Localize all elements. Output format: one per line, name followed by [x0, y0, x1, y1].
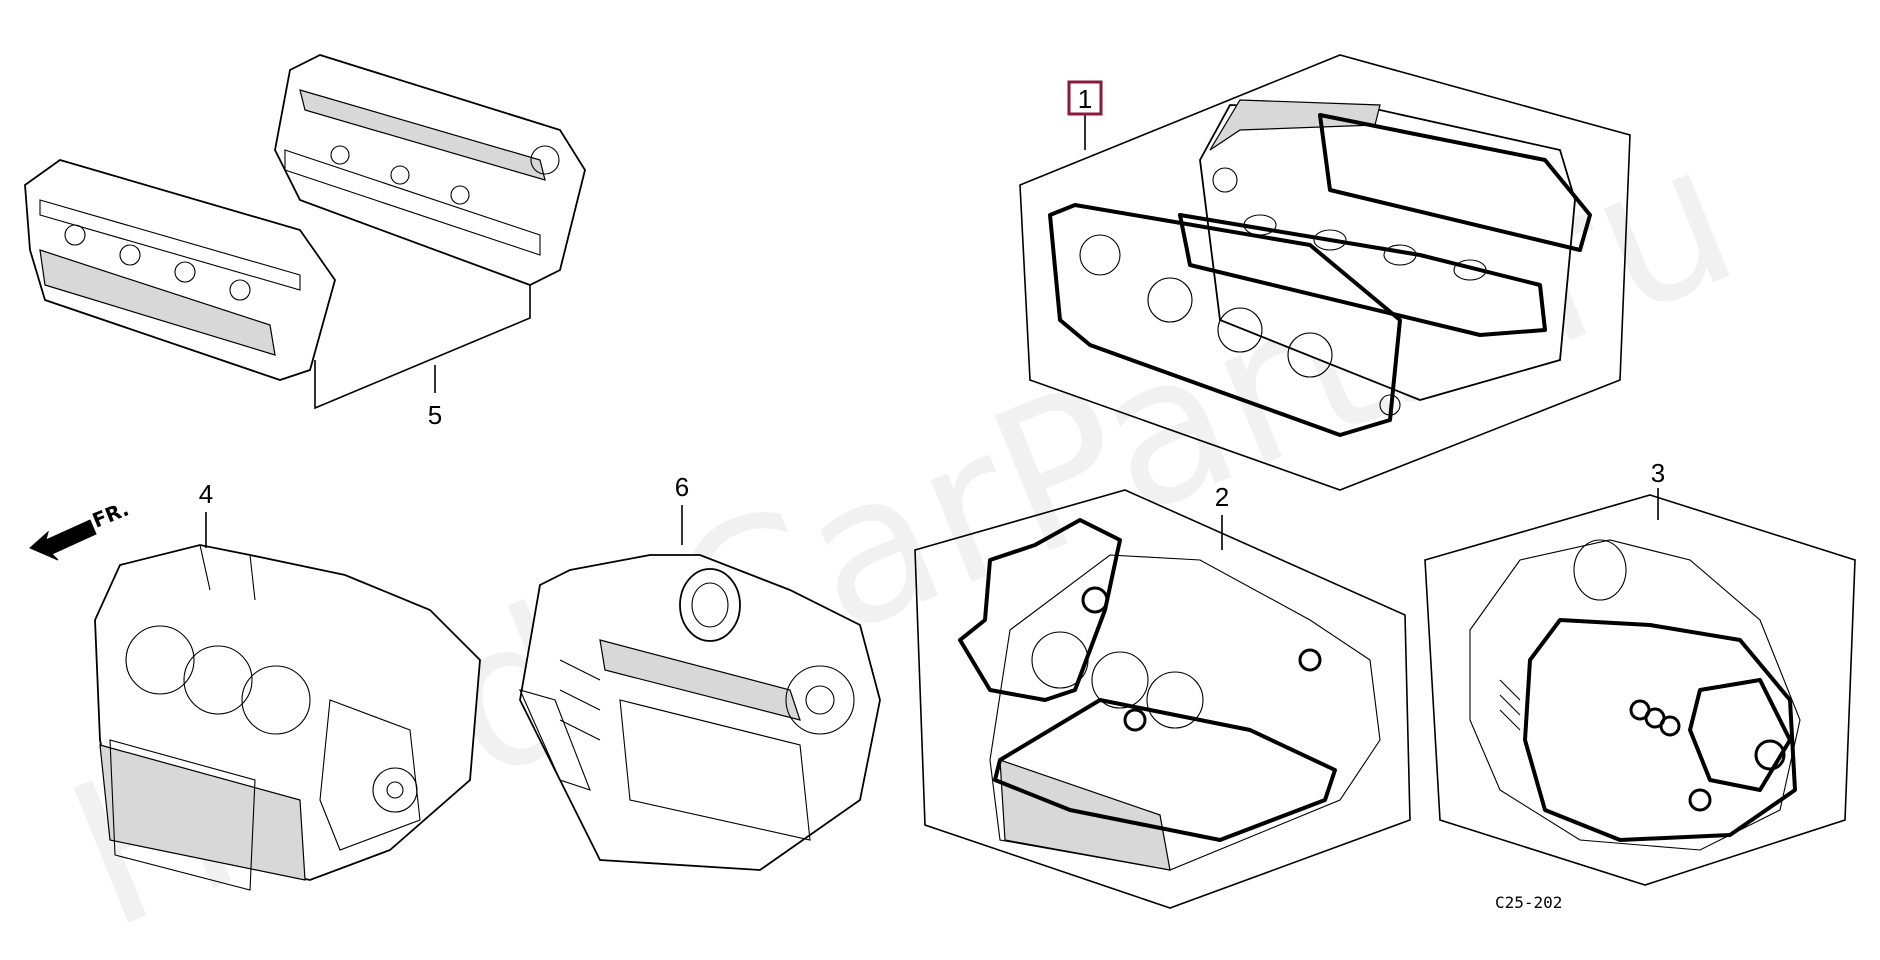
transmission-gasket-kit-illustration[interactable]	[1469, 539, 1801, 851]
direction-label: FR.	[89, 497, 132, 533]
short-block-illustration[interactable]	[94, 544, 481, 891]
block-gasket-kit-illustration[interactable]	[958, 518, 1381, 871]
callout-1[interactable]: 1	[1078, 84, 1092, 114]
callout-6[interactable]: 6	[675, 472, 689, 502]
transmission-assembly-illustration[interactable]	[519, 554, 881, 871]
front-direction-arrow: FR.	[29, 497, 132, 561]
callout-2[interactable]: 2	[1215, 482, 1229, 512]
kit-2-frame	[914, 489, 1411, 909]
cylinder-head-assembly-illustration[interactable]	[24, 54, 586, 381]
head-gasket-kit-illustration[interactable]	[1048, 99, 1592, 437]
callout-5-leader	[314, 285, 531, 410]
callout-5[interactable]: 5	[428, 400, 442, 430]
callout-1-highlight-box	[1067, 80, 1103, 116]
callout-4[interactable]: 4	[199, 479, 213, 509]
callout-3[interactable]: 3	[1651, 458, 1665, 488]
kit-1-frame	[1019, 54, 1631, 491]
kit-3-frame	[1424, 494, 1856, 886]
diagram-code: C25-202	[1495, 893, 1562, 912]
